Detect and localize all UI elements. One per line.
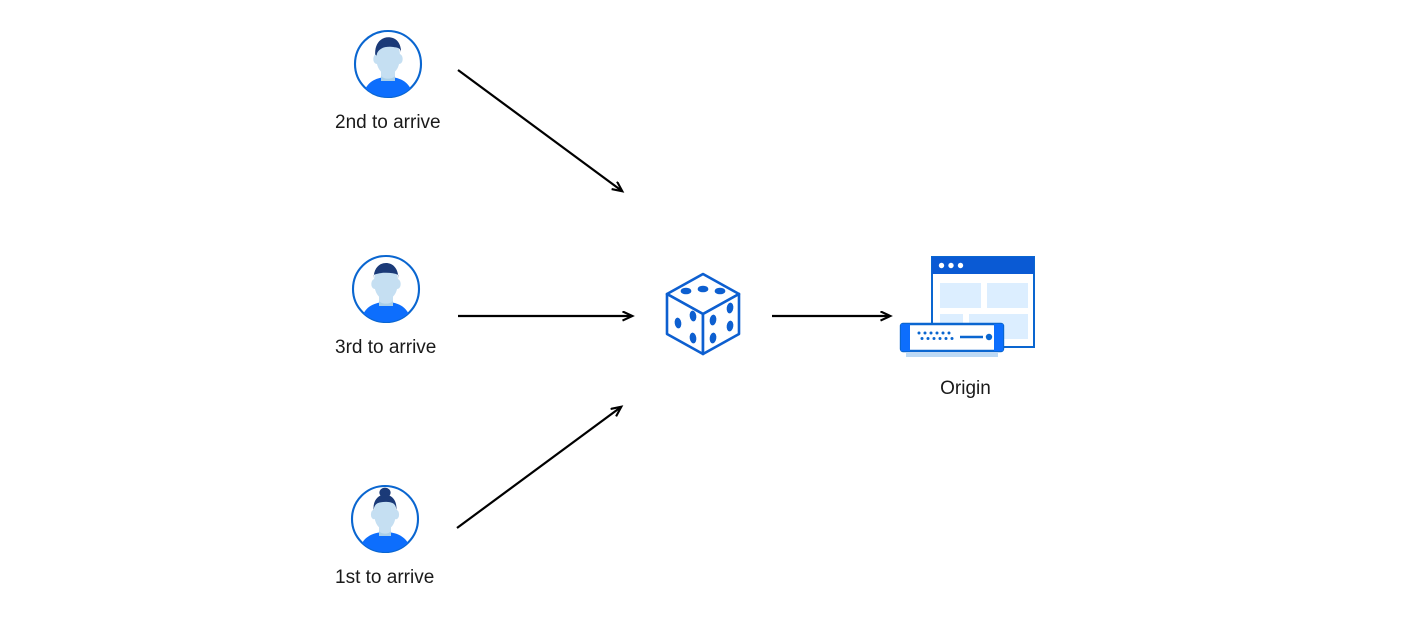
node-label: 3rd to arrive <box>335 337 437 358</box>
avatar-icon <box>353 29 422 99</box>
node-dice <box>660 268 746 365</box>
origin-label: Origin <box>940 378 991 399</box>
avatar-icon <box>351 254 420 324</box>
node-origin: Origin <box>893 252 1038 401</box>
avatar-icon <box>350 484 419 554</box>
node-visitor-1st: 1st to arrive <box>335 483 434 590</box>
arrow-2nd-to-dice <box>457 69 622 191</box>
node-label: 1st to arrive <box>335 567 435 588</box>
node-visitor-2nd: 2nd to arrive <box>335 28 441 135</box>
node-visitor-3rd: 3rd to arrive <box>335 253 436 360</box>
arrow-1st-to-dice <box>456 407 621 529</box>
node-label: 2nd to arrive <box>335 112 441 133</box>
origin-server-icon <box>899 256 1035 357</box>
dice-icon <box>665 272 741 356</box>
